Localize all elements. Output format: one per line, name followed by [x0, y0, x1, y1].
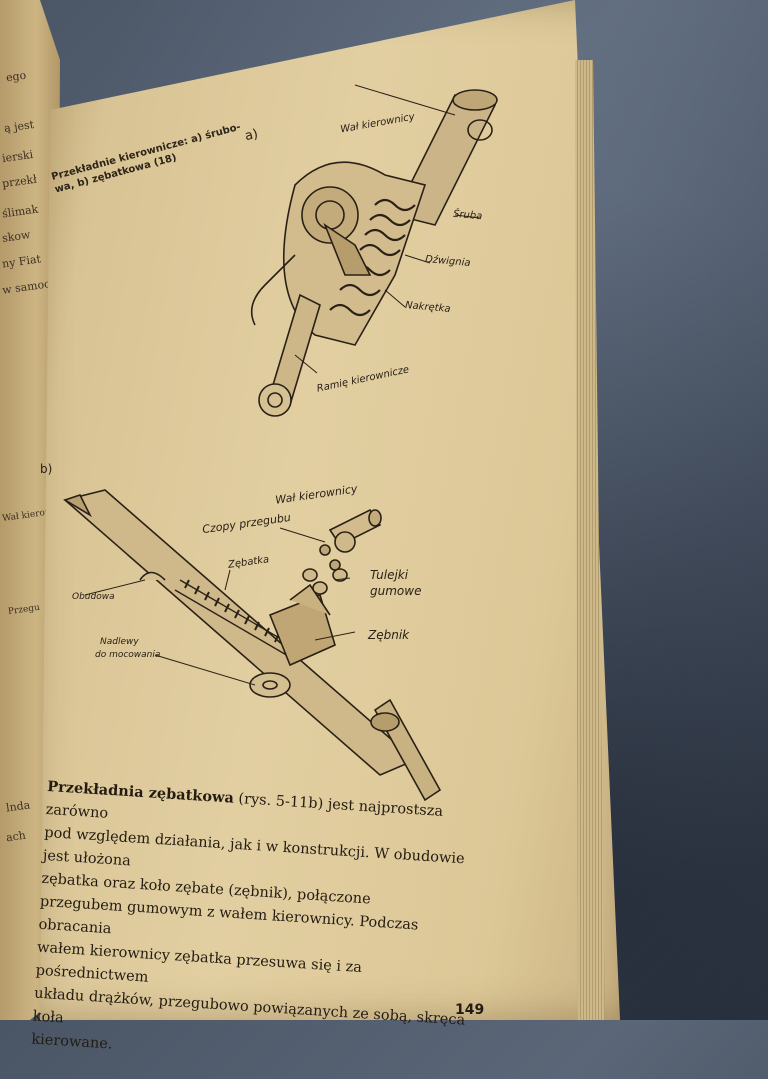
- label-bosses-2: do mocowania: [95, 650, 161, 660]
- left-fragment: Przegu: [7, 602, 41, 618]
- left-fragment: ierski: [1, 147, 34, 166]
- label-bosses-1: Nadlewy: [100, 637, 139, 647]
- body-paragraph: Przekładnia zębatkowa (rys. 5-11b) jest …: [31, 775, 488, 1079]
- left-fragment: ach: [5, 828, 27, 845]
- label-pinion: Zębnik: [368, 628, 410, 642]
- left-fragment: skow: [1, 228, 32, 245]
- label-bushings-1: Tulejki: [370, 568, 409, 582]
- figure-a-marker: a): [243, 126, 260, 145]
- label-housing: Obudowa: [72, 592, 115, 602]
- page-number: 149: [455, 1002, 485, 1018]
- figure-b-illustration: [63, 489, 442, 802]
- left-fragment: ą jest: [3, 117, 35, 136]
- figure-b-marker: b): [40, 462, 53, 476]
- left-fragment: ny Fiat: [1, 252, 42, 271]
- left-fragment: ego: [5, 68, 27, 85]
- label-bushings-2: gumowe: [370, 584, 422, 598]
- left-fragment: lnda: [5, 798, 31, 815]
- left-fragment: przekł: [1, 172, 38, 191]
- figure-a-illustration: [250, 84, 498, 417]
- left-fragment: ślimak: [1, 202, 40, 221]
